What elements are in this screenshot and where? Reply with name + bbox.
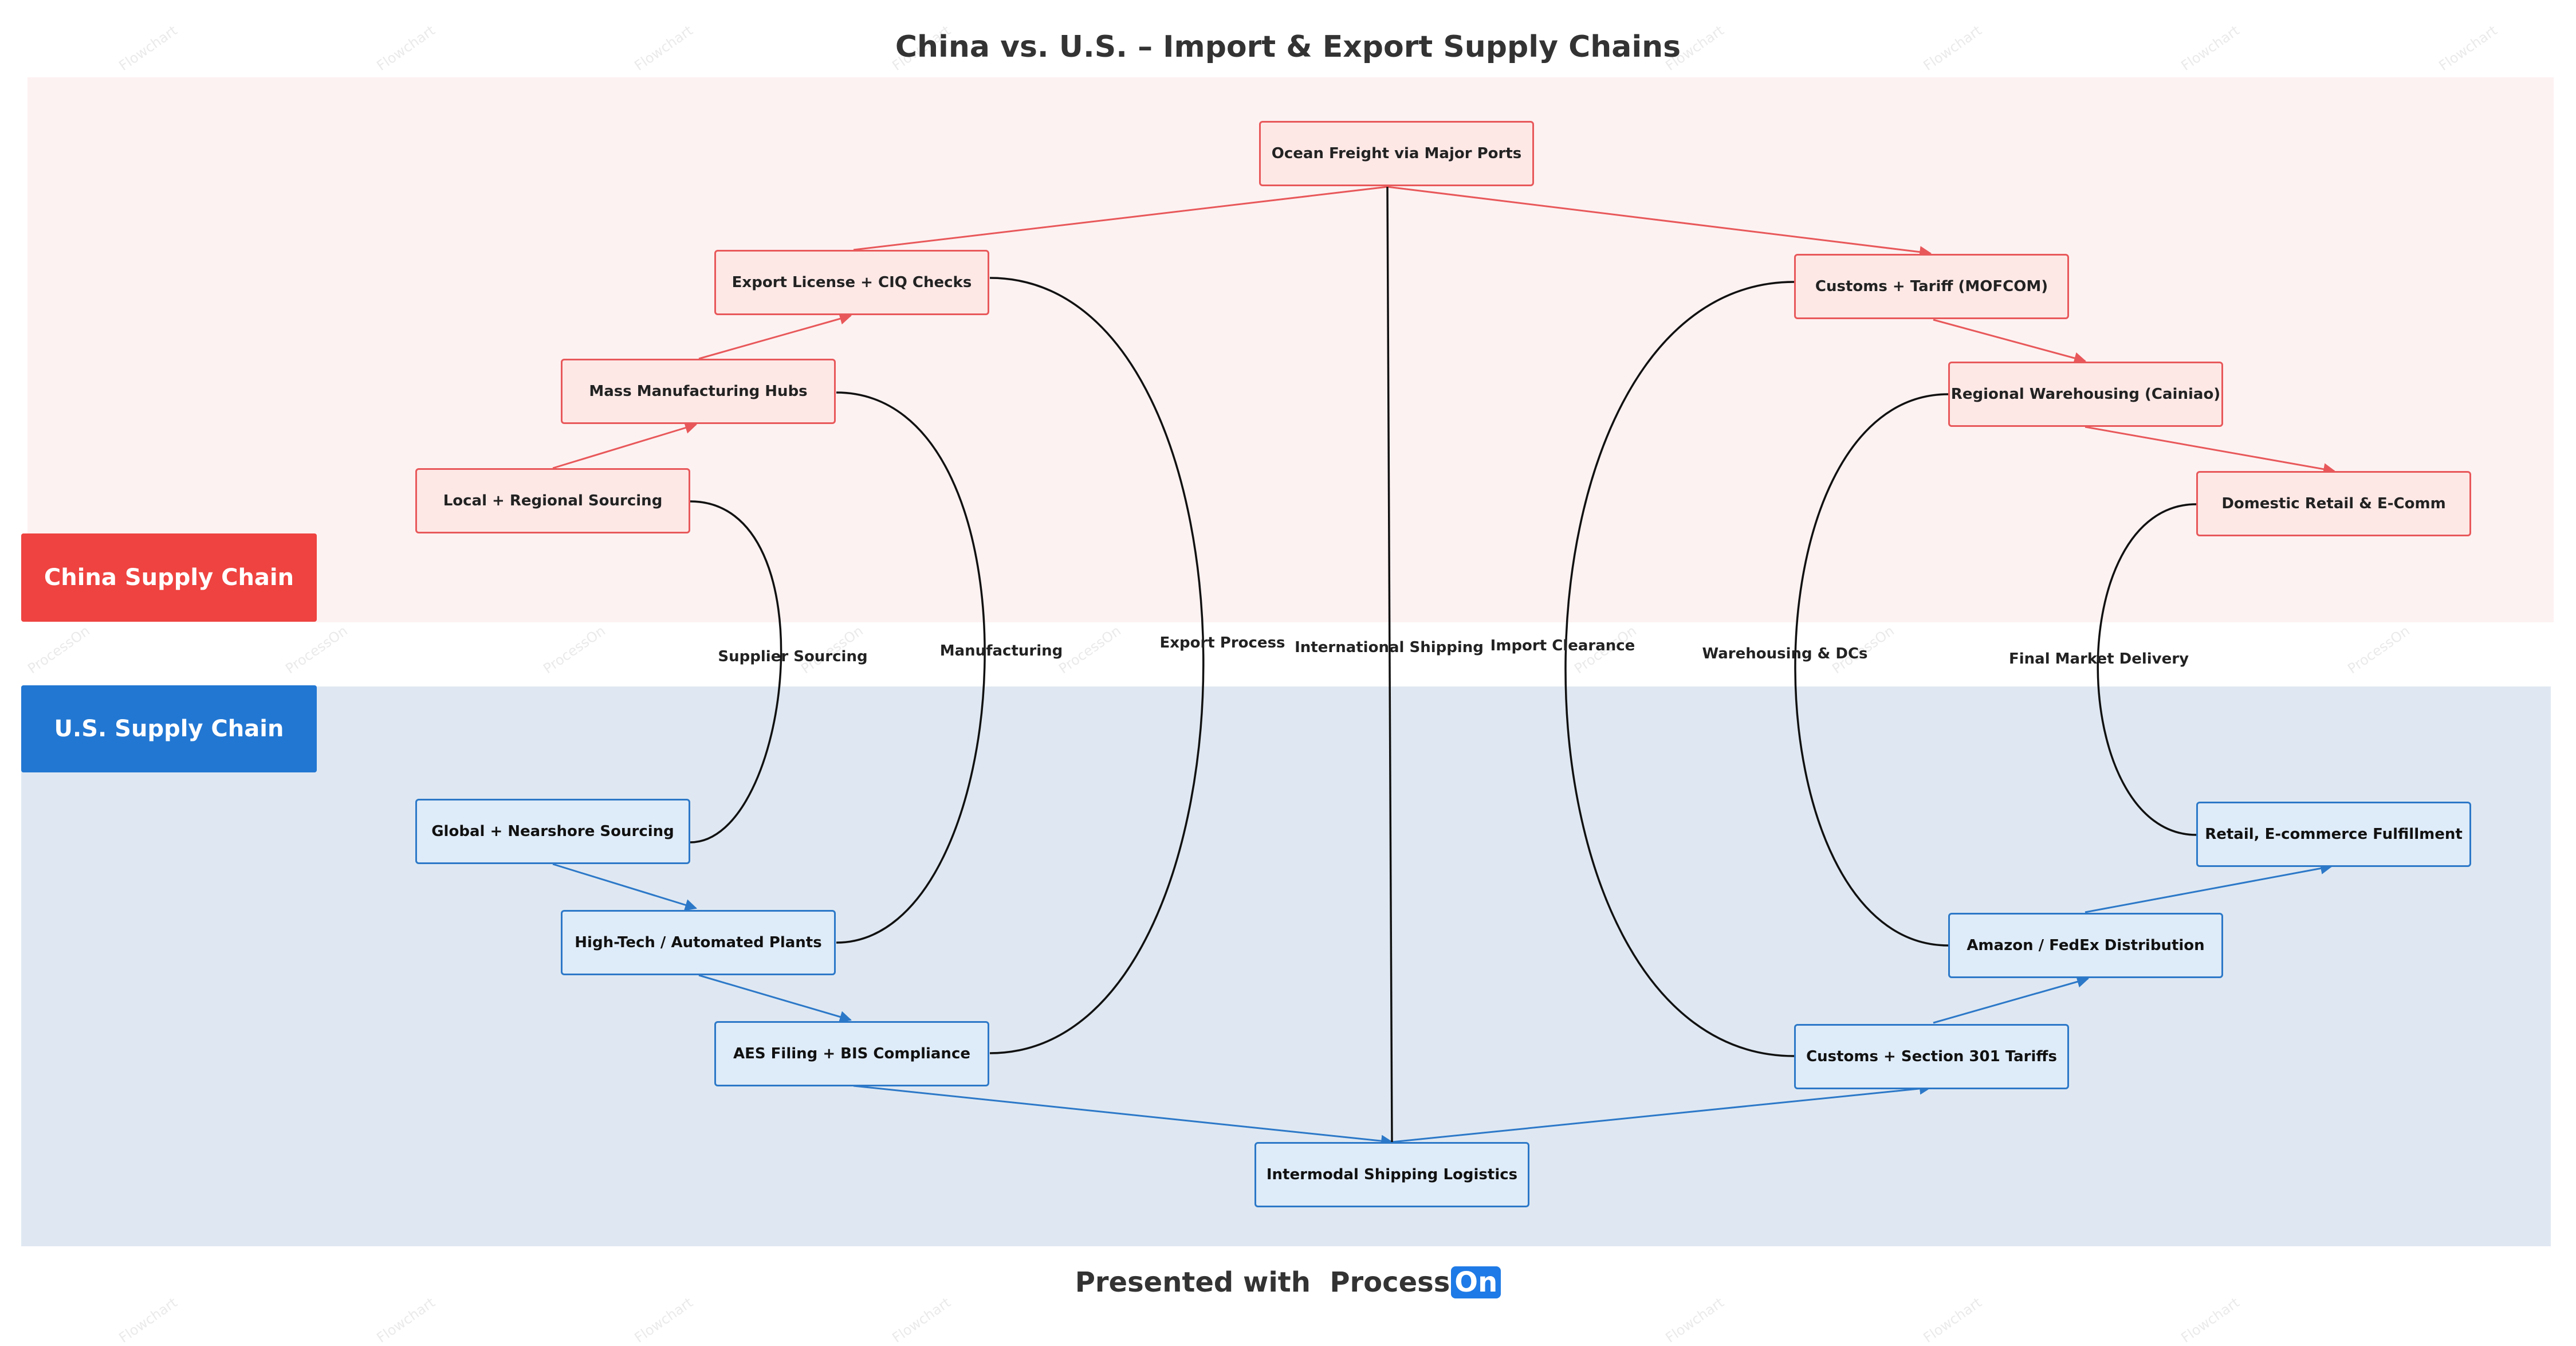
connector-final-delivery — [2097, 503, 2197, 836]
arrow-intermodal-to-customs — [1391, 1082, 1932, 1143]
connector-export-process — [989, 277, 1205, 1054]
processon-logo-badge: On — [1451, 1266, 1501, 1298]
phase-label-international-shipping: International Shipping — [1295, 639, 1484, 656]
arrow-export-to-ocean — [853, 186, 1388, 251]
arrow-aes-to-intermodal — [853, 1085, 1394, 1147]
arrow-sourcing-to-manufacturing — [552, 422, 698, 469]
arrow-ocean-to-customs — [1387, 186, 1932, 258]
node-high-tech-plants[interactable]: High-Tech / Automated Plants — [561, 910, 836, 975]
connector-import-clearance — [1564, 281, 1795, 1057]
arrow-customs-to-warehousing — [1933, 319, 2087, 364]
phase-label-import-clearance: Import Clearance — [1490, 637, 1635, 654]
node-regional-warehousing[interactable]: Regional Warehousing (Cainiao) — [1948, 362, 2223, 427]
connector-warehousing — [1794, 393, 1949, 947]
node-local-sourcing[interactable]: Local + Regional Sourcing — [415, 468, 690, 533]
diagram-title: China vs. U.S. – Import & Export Supply … — [895, 30, 1681, 64]
connector-supplier-sourcing — [690, 500, 782, 843]
node-retail-fulfillment[interactable]: Retail, E-commerce Fulfillment — [2196, 802, 2471, 867]
arrow-manufacturing-to-export — [698, 313, 852, 360]
phase-label-manufacturing: Manufacturing — [939, 642, 1063, 660]
node-domestic-retail[interactable]: Domestic Retail & E-Comm — [2196, 471, 2471, 536]
node-export-license[interactable]: Export License + CIQ Checks — [714, 250, 989, 315]
connector-international-shipping — [1386, 186, 1393, 1143]
node-global-sourcing[interactable]: Global + Nearshore Sourcing — [415, 799, 690, 864]
phase-label-warehousing: Warehousing & DCs — [1702, 645, 1868, 662]
node-aes-filing[interactable]: AES Filing + BIS Compliance — [714, 1021, 989, 1086]
node-customs-301[interactable]: Customs + Section 301 Tariffs — [1794, 1024, 2069, 1089]
china-flow-arrows — [552, 186, 2336, 476]
phase-label-export-process: Export Process — [1159, 634, 1285, 652]
arrow-distribution-to-retail — [2085, 862, 2333, 913]
arrow-us-plants-to-aes — [698, 974, 852, 1023]
us-flow-arrows — [552, 862, 2333, 1147]
footer-brand: Process — [1330, 1266, 1450, 1298]
arrow-customs-to-distribution — [1933, 976, 2090, 1024]
phase-connectors — [690, 186, 2197, 1143]
arrow-us-sourcing-to-plants — [552, 863, 698, 911]
connector-manufacturing — [836, 391, 986, 944]
phase-label-final-delivery: Final Market Delivery — [2008, 650, 2189, 668]
us-lane-label: U.S. Supply Chain — [21, 685, 317, 772]
node-customs-tariff[interactable]: Customs + Tariff (MOFCOM) — [1794, 254, 2069, 319]
node-amazon-fedex[interactable]: Amazon / FedEx Distribution — [1948, 913, 2223, 978]
node-ocean-freight[interactable]: Ocean Freight via Major Ports — [1259, 121, 1534, 186]
node-intermodal[interactable]: Intermodal Shipping Logistics — [1254, 1142, 1529, 1207]
node-mass-manufacturing[interactable]: Mass Manufacturing Hubs — [561, 359, 836, 424]
phase-label-supplier-sourcing: Supplier Sourcing — [718, 648, 868, 665]
china-lane-label: China Supply Chain — [21, 533, 317, 622]
arrow-warehousing-to-retail — [2085, 426, 2336, 476]
footer-prefix: Presented with — [1075, 1266, 1311, 1298]
